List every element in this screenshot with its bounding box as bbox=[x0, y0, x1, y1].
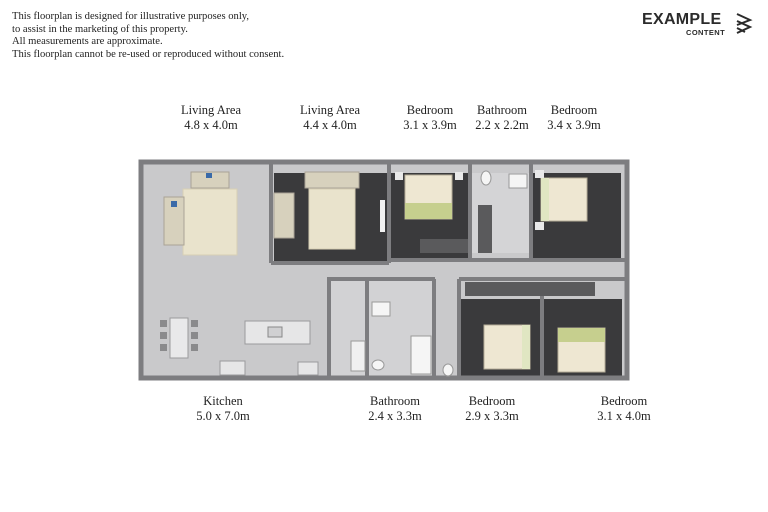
disclaimer-line: This floorplan cannot be re-used or repr… bbox=[12, 48, 285, 60]
cushion bbox=[171, 201, 177, 207]
room-label-bathroom-1: Bathroom 2.2 x 2.2m bbox=[475, 103, 528, 133]
bed-runner bbox=[405, 203, 452, 219]
disclaimer-line: to assist in the marketing of this prope… bbox=[12, 23, 188, 35]
stove bbox=[297, 361, 319, 376]
dining-chair bbox=[191, 344, 198, 351]
room-dims: 2.2 x 2.2m bbox=[475, 118, 529, 132]
room-dims: 3.1 x 3.9m bbox=[403, 118, 457, 132]
room-name: Bedroom bbox=[468, 394, 516, 408]
room-label-bedroom-3: Bedroom 2.9 x 3.3m bbox=[465, 394, 518, 424]
rug bbox=[308, 188, 356, 250]
room-name: Living Area bbox=[299, 103, 361, 117]
disclaimer-line: This floorplan is designed for illustrat… bbox=[12, 11, 250, 22]
room-dims: 3.4 x 3.9m bbox=[547, 118, 601, 132]
sofa bbox=[190, 171, 230, 189]
toilet bbox=[480, 170, 492, 186]
room-name: Bathroom bbox=[369, 394, 420, 408]
nightstand bbox=[395, 172, 403, 180]
wardrobe bbox=[478, 205, 492, 253]
kitchen-bench bbox=[219, 360, 246, 376]
dining-chair bbox=[160, 344, 167, 351]
room-name: Living Area bbox=[180, 103, 242, 117]
room-label-kitchen: Kitchen 5.0 x 7.0m bbox=[196, 394, 249, 424]
room-name: Bedroom bbox=[550, 103, 598, 117]
nightstand bbox=[535, 170, 544, 178]
wardrobe bbox=[465, 282, 595, 296]
dining-chair bbox=[191, 320, 198, 327]
room-dims: 4.8 x 4.0m bbox=[184, 118, 238, 132]
room-dims: 5.0 x 7.0m bbox=[196, 409, 250, 423]
room-label-living-area-2: Living Area 4.4 x 4.0m bbox=[300, 103, 360, 133]
rug bbox=[182, 188, 238, 256]
brand-logo: EXAMPLE CONTENT bbox=[640, 10, 756, 38]
nightstand bbox=[455, 172, 463, 180]
room-name: Kitchen bbox=[203, 394, 243, 408]
room-name: Bedroom bbox=[600, 394, 648, 408]
toilet bbox=[442, 363, 454, 377]
room-dims: 4.4 x 4.0m bbox=[303, 118, 357, 132]
toilet bbox=[371, 359, 385, 371]
sofa bbox=[273, 192, 295, 239]
bed-runner bbox=[558, 328, 605, 342]
room-label-bedroom-4: Bedroom 3.1 x 4.0m bbox=[597, 394, 650, 424]
sink bbox=[267, 326, 283, 338]
disclaimer: This floorplan is designed for illustrat… bbox=[12, 11, 284, 61]
room-label-bedroom-2: Bedroom 3.4 x 3.9m bbox=[547, 103, 600, 133]
cushion bbox=[206, 173, 212, 178]
dining-table bbox=[169, 317, 189, 359]
laundry bbox=[350, 340, 366, 372]
sofa bbox=[304, 171, 360, 189]
vanity bbox=[508, 173, 528, 189]
room-label-bathroom-2: Bathroom 2.4 x 3.3m bbox=[368, 394, 421, 424]
disclaimer-line: All measurements are approximate. bbox=[12, 36, 163, 48]
bathtub bbox=[410, 335, 432, 375]
room-name: Bedroom bbox=[406, 103, 454, 117]
room-dims: 2.4 x 3.3m bbox=[368, 409, 422, 423]
room-label-living-area-1: Living Area 4.8 x 4.0m bbox=[181, 103, 241, 133]
room-label-bedroom-1: Bedroom 3.1 x 3.9m bbox=[403, 103, 456, 133]
vanity bbox=[371, 301, 391, 317]
room-dims: 3.1 x 4.0m bbox=[597, 409, 651, 423]
logo-sub-text: CONTENT bbox=[686, 28, 726, 37]
dining-chair bbox=[160, 320, 167, 327]
sofa bbox=[163, 196, 185, 246]
tv-unit bbox=[380, 200, 385, 232]
bed-runner bbox=[522, 325, 530, 369]
outer-wall bbox=[138, 159, 630, 381]
dining-chair bbox=[191, 332, 198, 339]
dining-chair bbox=[160, 332, 167, 339]
chevron-stack-icon bbox=[736, 13, 753, 34]
logo-main-text: EXAMPLE bbox=[642, 11, 722, 28]
room-name: Bathroom bbox=[476, 103, 527, 117]
bed-runner bbox=[541, 178, 549, 221]
wardrobe bbox=[420, 239, 472, 253]
nightstand bbox=[535, 222, 544, 230]
room-dims: 2.9 x 3.3m bbox=[465, 409, 519, 423]
interior-walls bbox=[269, 162, 627, 378]
